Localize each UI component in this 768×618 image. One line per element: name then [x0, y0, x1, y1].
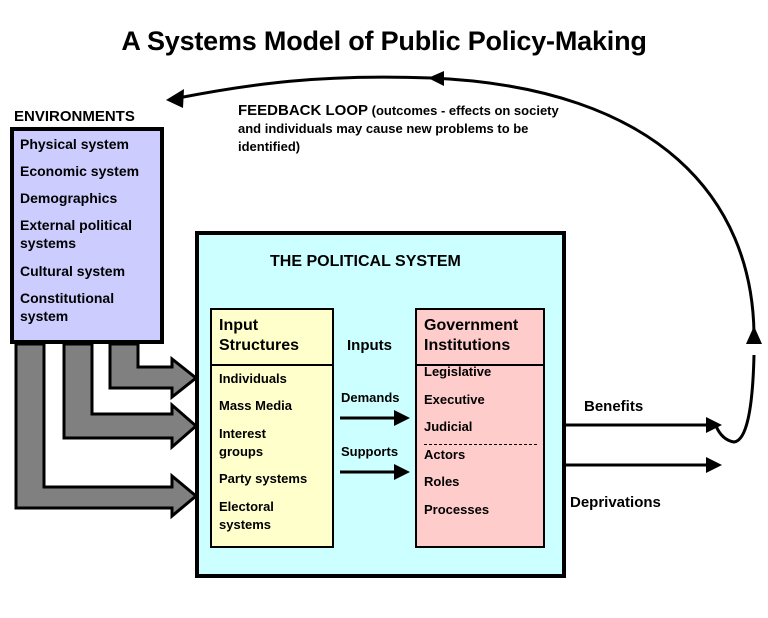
input-structure-item: Mass Media: [219, 398, 292, 413]
feedback-loop-line: [177, 75, 756, 334]
government-institutions-box: Government Institutions Legislative Exec…: [415, 308, 545, 548]
government-institution-item: Legislative: [424, 364, 492, 379]
input-structure-item: Electoral systems: [219, 499, 274, 532]
environments-box: Physical system Economic system Demograp…: [10, 127, 164, 344]
environment-item: Cultural system: [20, 263, 126, 279]
government-institution-item: Judicial: [424, 419, 473, 434]
government-dashed-divider: [424, 444, 537, 445]
input-structure-item: Individuals: [219, 371, 287, 386]
demands-arrowhead: [394, 410, 410, 426]
feedback-arrowhead-left: [166, 89, 184, 108]
feedback-loop-label: FEEDBACK LOOP (outcomes - effects on soc…: [238, 102, 578, 156]
environment-item: Economic system: [20, 163, 140, 179]
environments-heading: ENVIRONMENTS: [14, 108, 135, 125]
environment-pipe-2: [62, 342, 199, 451]
input-structure-item: Party systems: [219, 471, 308, 486]
deprivations-label: Deprivations: [570, 494, 661, 511]
inputs-label: Inputs: [347, 337, 392, 354]
government-institution-item: Executive: [424, 392, 485, 407]
feedback-loop-description: (outcomes - effects on society and indiv…: [238, 103, 559, 154]
environment-pipe-1: [108, 342, 199, 401]
environment-pipe-3: [14, 342, 199, 520]
government-institutions-divider: [417, 364, 543, 366]
political-system-title: THE POLITICAL SYSTEM: [270, 253, 461, 270]
benefits-arrowhead: [706, 417, 722, 433]
environment-item: Physical system: [20, 136, 129, 152]
output-merge-line: [714, 354, 756, 444]
environment-item: External political systems: [20, 217, 133, 251]
supports-arrowhead: [394, 464, 410, 480]
feedback-loop-title: FEEDBACK LOOP: [238, 102, 369, 119]
government-institution-item: Actors: [424, 447, 466, 462]
government-institution-item: Roles: [424, 474, 460, 489]
benefits-label: Benefits: [584, 398, 644, 415]
supports-label: Supports: [341, 444, 399, 459]
input-structures-divider: [212, 364, 332, 366]
demands-label: Demands: [341, 390, 400, 405]
input-structures-box: Input Structures Individuals Mass Media …: [210, 308, 334, 548]
government-institutions-heading: Government Institutions: [424, 317, 519, 354]
input-structures-heading: Input Structures: [219, 317, 300, 354]
environment-item: Constitutional system: [20, 290, 115, 324]
feedback-arrowhead-top: [428, 71, 444, 86]
deprivations-arrowhead: [706, 457, 722, 473]
page-title: A Systems Model of Public Policy-Making: [121, 26, 647, 56]
environment-item: Demographics: [20, 190, 118, 206]
input-structure-item: Interest groups: [219, 426, 266, 459]
feedback-arrowhead-up: [746, 326, 762, 344]
government-institution-item: Processes: [424, 502, 490, 517]
